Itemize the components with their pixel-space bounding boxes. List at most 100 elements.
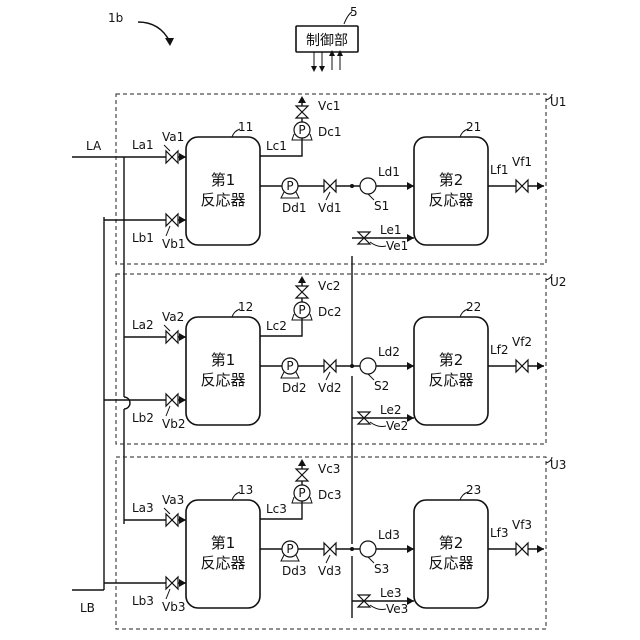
valve-b [166,214,178,226]
unit-label: U3 [550,458,566,472]
valve-e-leader [370,422,386,427]
line-b-arrow [179,579,186,587]
line-f-arrow [537,362,544,370]
line-f-label: Lf3 [490,526,509,540]
line-b-label: Lb3 [132,594,154,608]
valve-d-leader [326,192,330,200]
valve-f-label: Vf3 [512,518,532,532]
first-reactor-ref: 11 [238,120,253,134]
valve-a [166,514,178,526]
line-a-label: La2 [132,318,154,332]
header-a-crossover [124,397,130,409]
pump-d-label: Dd3 [282,564,307,578]
pump-c-symbol: P [298,486,305,500]
signal-arrow-down-2 [319,66,325,72]
line-d-arrow [407,545,414,553]
valve-d [324,180,336,192]
controller-ref: 5 [350,5,358,19]
valve-a [166,331,178,343]
controller-signal-lines [314,52,340,70]
figure-ref-pointer [138,22,170,42]
valve-b-label: Vb3 [162,600,185,614]
valve-d [324,360,336,372]
sensor-leader [368,194,374,200]
second-reactor-ref: 22 [466,300,481,314]
pump-c-label: Dc1 [318,125,341,139]
unit-u2: U2第1反応器12第2反応器22La2Va2Lb2Vb2PLc2Vc2Dc2PD… [104,274,566,444]
first-reactor-label-2: 反応器 [200,371,245,389]
second-reactor-label-2: 反応器 [428,371,473,389]
valve-d-label: Vd2 [318,381,341,395]
line-c-label: Lc3 [266,502,287,516]
valve-a-label: Va2 [162,310,184,324]
pump-c-symbol: P [298,123,305,137]
valve-c [296,106,308,118]
line-a-arrow [179,516,186,524]
valve-b [166,577,178,589]
valve-d-leader [326,555,330,563]
pump-d-label: Dd2 [282,381,307,395]
second-reactor-label-2: 反応器 [428,191,473,209]
line-f-arrow [537,545,544,553]
sensor-label: S3 [374,562,389,576]
valve-a [166,151,178,163]
first-reactor-ref: 13 [238,483,253,497]
junction-3 [350,547,354,551]
valve-d-leader [326,372,330,380]
valve-e-label: Ve2 [386,419,408,433]
first-reactor-label-1: 第1 [211,534,236,552]
pump-c-symbol: P [298,303,305,317]
valve-c [296,469,308,481]
line-c-arrow [298,276,306,283]
line-c-label: Lc1 [266,139,287,153]
valve-f-label: Vf1 [512,155,532,169]
valve-b-label: Vb1 [162,237,185,251]
line-f-label: Lf1 [490,163,509,177]
valve-e-leader [370,242,386,247]
sensor [360,541,376,557]
controller-label: 制御部 [306,33,348,49]
first-reactor-ref: 12 [238,300,253,314]
valve-b [166,394,178,406]
line-f-label: Lf2 [490,343,509,357]
junction-1 [350,184,354,188]
pump-d-symbol: P [286,179,293,193]
line-d-arrow [407,362,414,370]
line-a-arrow [179,153,186,161]
line-c-arrow [298,96,306,103]
valve-c-label: Vc1 [318,99,340,113]
second-reactor-label-1: 第2 [439,534,464,552]
inlet-a-label: LA [86,139,102,153]
line-e-label: Le1 [380,223,402,237]
valve-b-leader [166,226,170,236]
signal-arrow-down-1 [311,66,317,72]
pump-c-label: Dc3 [318,488,341,502]
line-d-label: Ld1 [378,165,400,179]
valve-f [516,543,528,555]
valve-b-leader [166,406,170,416]
first-reactor-label-2: 反応器 [200,554,245,572]
sensor [360,358,376,374]
second-reactor-label-1: 第2 [439,171,464,189]
valve-e-leader [370,605,386,610]
unit-u3: U3第1反応器13第2反応器23La3Va3Lb3Vb3PLc3Vc3Dc3PD… [104,457,566,629]
pump-c-label: Dc2 [318,305,341,319]
line-b-arrow [179,396,186,404]
valve-c-label: Vc2 [318,279,340,293]
unit-label: U2 [550,275,566,289]
pump-d-symbol: P [286,359,293,373]
line-d-label: Ld2 [378,345,400,359]
valve-f [516,360,528,372]
first-reactor-label-2: 反応器 [200,191,245,209]
line-a-arrow [179,333,186,341]
line-d-label: Ld3 [378,528,400,542]
valve-e-label: Ve1 [386,239,408,253]
sensor [360,178,376,194]
first-reactor-label-1: 第1 [211,171,236,189]
second-reactor-ref: 23 [466,483,481,497]
sensor-leader [368,557,374,563]
line-b-label: Lb2 [132,411,154,425]
valve-a-leader [164,145,170,151]
figure-ref-arrowhead [165,38,174,46]
valve-f-label: Vf2 [512,335,532,349]
